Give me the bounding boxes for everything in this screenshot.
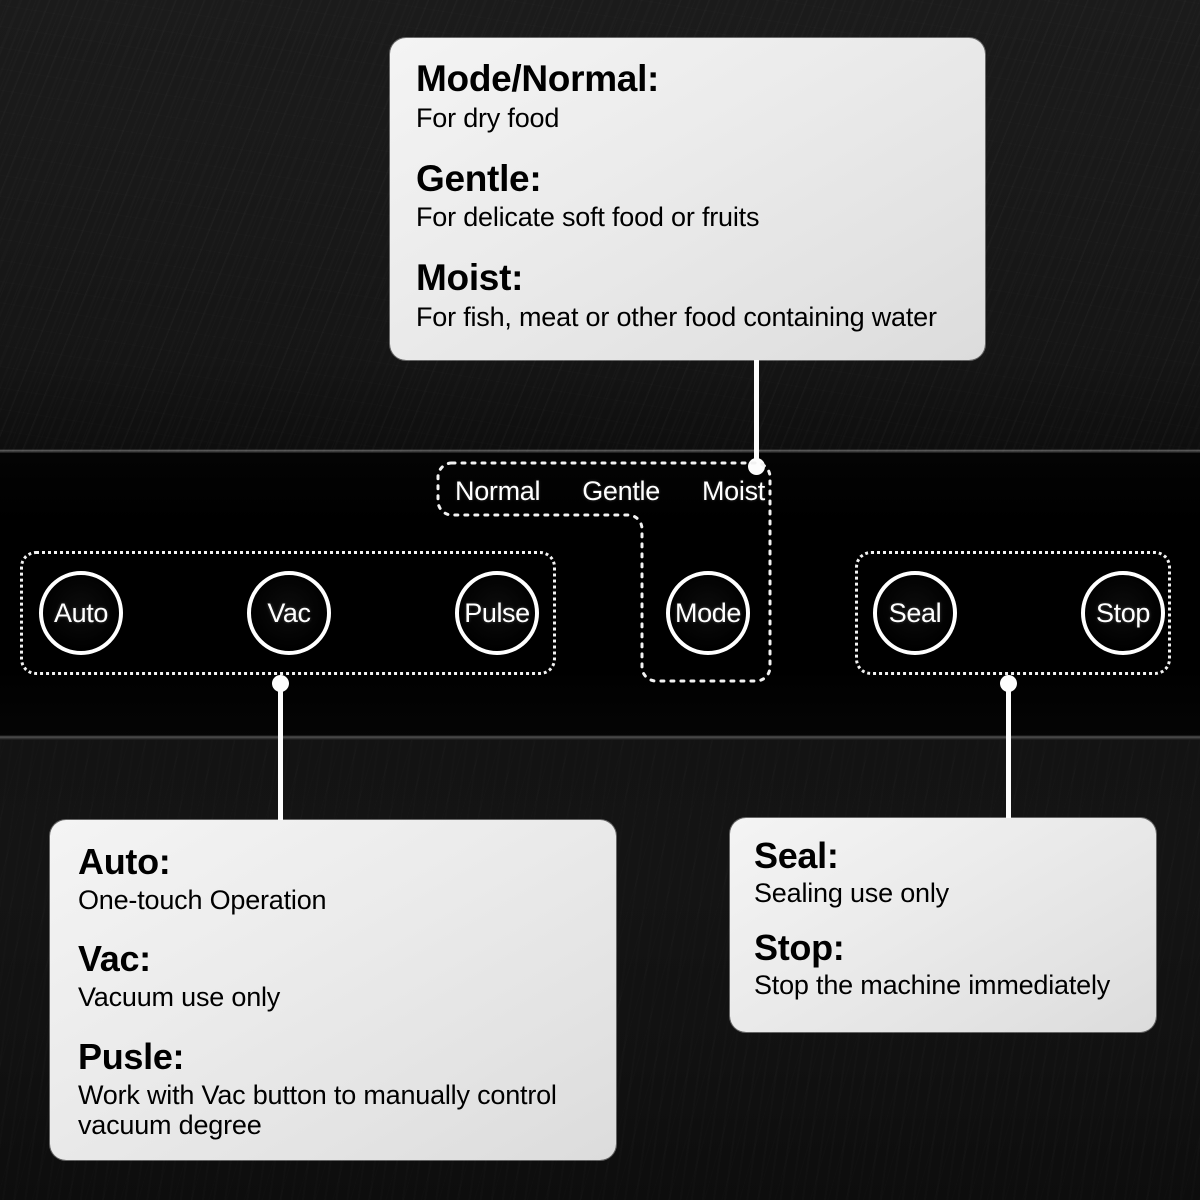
- callout-term: Gentle:: [416, 157, 542, 199]
- stop-button[interactable]: Stop: [1081, 571, 1165, 655]
- panel-seam-top: [0, 449, 1200, 453]
- callout-entry: Stop: Stop the machine immediately: [754, 930, 1132, 1000]
- callout-desc: Stop the machine immediately: [754, 970, 1111, 1001]
- leader-dot-left: [272, 675, 289, 692]
- callout-desc: One-touch Operation: [78, 884, 327, 915]
- callout-desc: Sealing use only: [754, 877, 949, 908]
- callout-term: Auto:: [78, 841, 171, 882]
- seal-button[interactable]: Seal: [873, 571, 957, 655]
- callout-term: Stop:: [754, 927, 845, 969]
- leader-line-mode: [754, 356, 759, 468]
- mode-label-normal: Normal: [455, 475, 541, 506]
- callout-entry: Moist: For fish, meat or other food cont…: [416, 259, 959, 333]
- callout-seal-stop-descriptions: Seal: Sealing use only Stop: Stop the ma…: [730, 818, 1156, 1032]
- callout-desc: For dry food: [416, 102, 560, 133]
- leader-dot-right: [1000, 675, 1017, 692]
- mode-label-moist: Moist: [701, 475, 765, 506]
- callout-entry: Gentle: For delicate soft food or fruits: [416, 157, 959, 234]
- button-group-outline-auto-vac-pulse: [20, 551, 556, 675]
- callout-term: Seal:: [754, 835, 839, 876]
- callout-entry: Seal: Sealing use only: [754, 835, 1132, 908]
- callout-entry: Mode/Normal: For dry food: [416, 60, 959, 134]
- pulse-button[interactable]: Pulse: [455, 571, 539, 655]
- button-group-outline-mode: [436, 461, 772, 683]
- callout-term: Moist:: [416, 257, 524, 298]
- callout-mode-descriptions: Mode/Normal: For dry food Gentle: For de…: [390, 38, 985, 360]
- control-panel-surface: [0, 453, 1200, 738]
- leader-line-right: [1006, 682, 1011, 822]
- vac-button[interactable]: Vac: [247, 571, 331, 655]
- callout-entry: Pusle: Work with Vac button to manually …: [78, 1035, 588, 1141]
- callout-desc: For fish, meat or other food containing …: [416, 301, 937, 332]
- auto-button[interactable]: Auto: [39, 571, 123, 655]
- callout-desc: For delicate soft food or fruits: [416, 202, 760, 233]
- callout-term: Pusle:: [78, 1035, 185, 1077]
- callout-entry: Auto: One-touch Operation: [78, 841, 588, 915]
- callout-auto-vac-pulse-descriptions: Auto: One-touch Operation Vac: Vacuum us…: [50, 820, 616, 1160]
- button-group-outline-seal-stop: [855, 551, 1171, 675]
- leader-line-left: [278, 682, 283, 824]
- callout-term: Vac:: [78, 938, 151, 980]
- callout-term: Mode/Normal:: [416, 58, 660, 99]
- callout-entry: Vac: Vacuum use only: [78, 941, 588, 1012]
- mode-label-gentle: Gentle: [582, 475, 660, 506]
- mode-label-strip: Normal Gentle Moist: [455, 471, 765, 511]
- callout-desc: Vacuum use only: [78, 982, 281, 1013]
- callout-desc: Work with Vac button to manually control…: [78, 1079, 557, 1141]
- panel-seam-bottom: [0, 735, 1200, 740]
- mode-button[interactable]: Mode: [666, 571, 750, 655]
